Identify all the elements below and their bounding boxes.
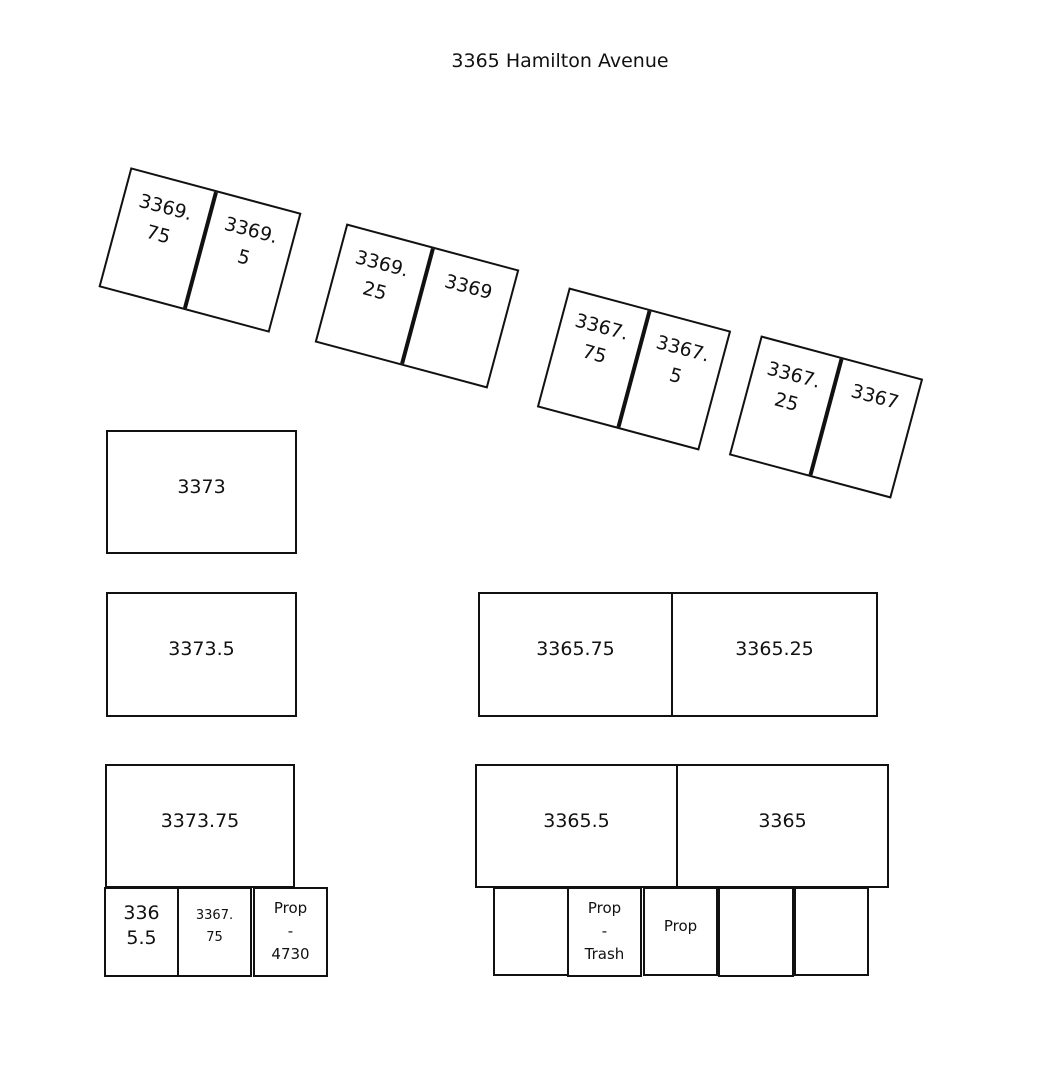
- small-lot-empty-3: [794, 887, 869, 976]
- lot-3365-25: 3365.25: [671, 592, 878, 717]
- lot-3365-5: 3365.5: [475, 764, 678, 888]
- small-lot-3367-75: 3367. 75: [177, 887, 252, 977]
- prop-4730: Prop - 4730: [253, 887, 328, 977]
- small-lot-3365-5: 336 5.5: [104, 887, 179, 977]
- lot-3365-75: 3365.75: [478, 592, 673, 717]
- small-lot-empty-1: [493, 887, 569, 976]
- lot-pair-3369-75: 3369. 75 3369. 5: [98, 167, 302, 333]
- prop-trash: Prop - Trash: [567, 887, 642, 977]
- small-lot-empty-2: [718, 887, 794, 977]
- lot-pair-3367-25: 3367. 25 3367: [728, 335, 924, 499]
- lot-3373: 3373: [106, 430, 297, 554]
- prop: Prop: [643, 887, 718, 976]
- lot-3373-5: 3373.5: [106, 592, 297, 717]
- lot-pair-3369-25: 3369. 25 3369: [314, 223, 520, 389]
- lot-3365: 3365: [676, 764, 889, 888]
- diagram-title: 3365 Hamilton Avenue: [451, 50, 669, 72]
- lot-3373-75: 3373.75: [105, 764, 295, 888]
- lot-pair-3367-75: 3367. 75 3367. 5: [536, 287, 732, 451]
